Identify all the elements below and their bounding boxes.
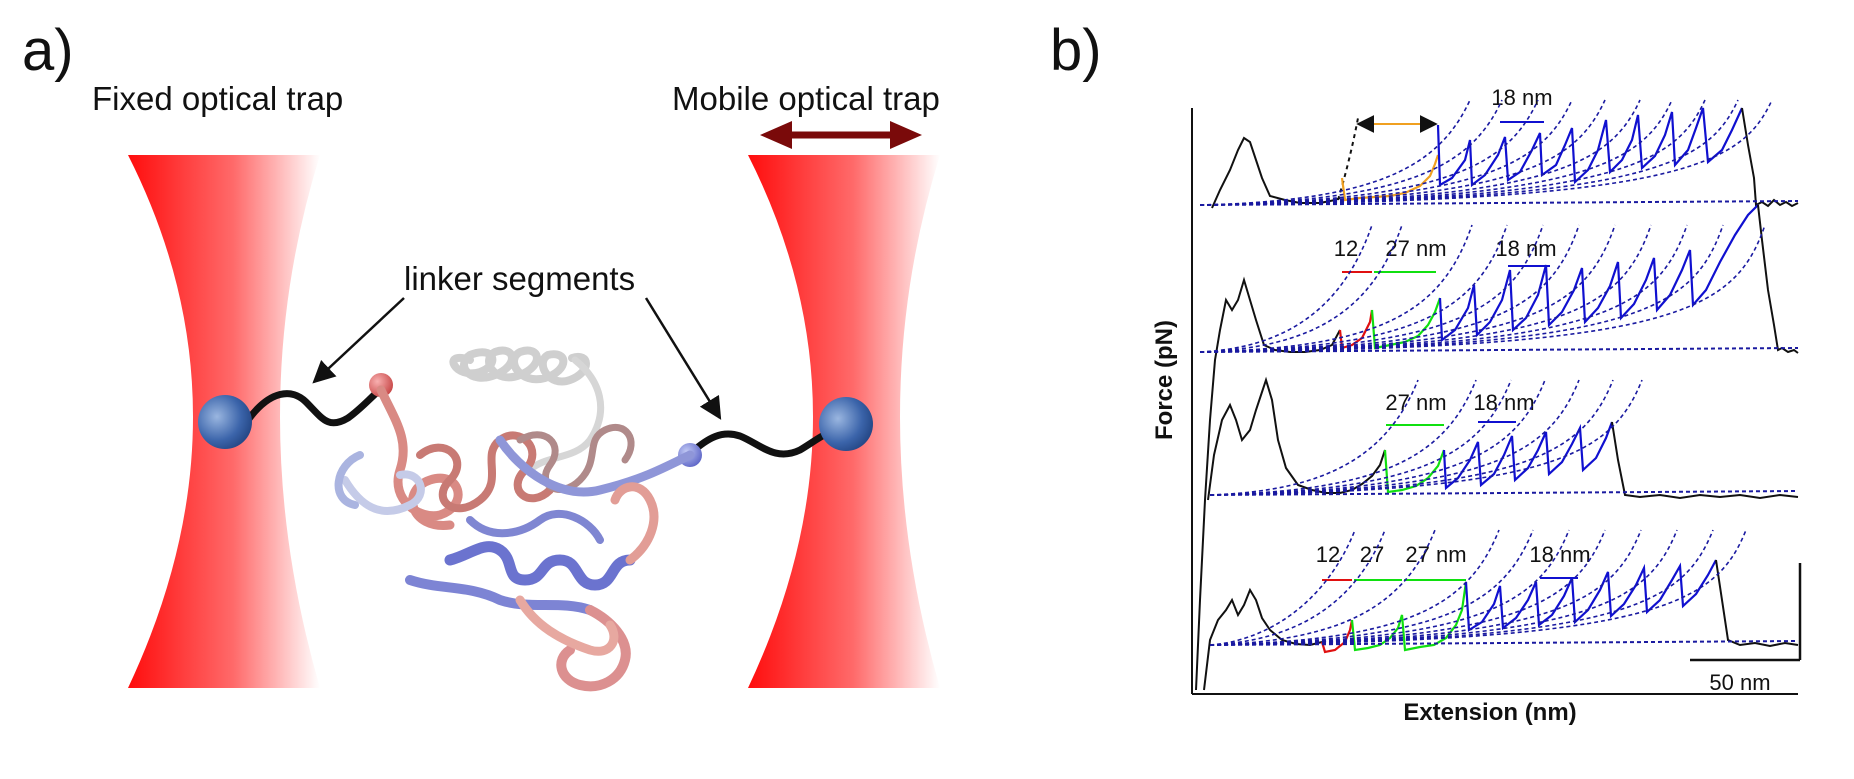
protein-structure bbox=[334, 346, 695, 692]
trace-2: 12 27 nm 18 nm bbox=[1195, 204, 1799, 691]
trace-4-black bbox=[1203, 587, 1323, 691]
fixed-trap-bead bbox=[198, 395, 252, 449]
trace-1-wlc-fit-7 bbox=[1199, 99, 1673, 206]
trace-4-black-tail bbox=[1715, 559, 1799, 648]
trace-2-label-18nm: 18 nm bbox=[1495, 236, 1556, 261]
trace-3-wlc-fit-4 bbox=[1209, 379, 1546, 496]
trace-4-red bbox=[1320, 619, 1354, 654]
scale-bar-label: 50 nm bbox=[1709, 670, 1770, 695]
trace-4-wlc-fit-11 bbox=[1209, 529, 1747, 646]
trace-2-blue bbox=[1438, 204, 1759, 343]
trace-2-wlc-fit-5 bbox=[1199, 224, 1544, 353]
trace-4-label-27nm: 27 nm bbox=[1405, 542, 1466, 567]
trace-2-green bbox=[1370, 297, 1442, 350]
trace-3-blue bbox=[1442, 421, 1614, 491]
trace-1-orange bbox=[1340, 154, 1440, 202]
trace-4-baseline-fit bbox=[1209, 640, 1799, 646]
trace-3-baseline-fit bbox=[1209, 490, 1799, 496]
trace-2-wlc-fit-4 bbox=[1199, 224, 1508, 353]
left-linker-tether bbox=[244, 384, 386, 427]
trace-2-wlc-fit-2 bbox=[1199, 224, 1403, 353]
right-linker-tether bbox=[688, 430, 830, 458]
trace-2-wlc-fit-8 bbox=[1199, 224, 1652, 353]
trace-2-label-27nm: 27 nm bbox=[1385, 236, 1446, 261]
left-linker-pointer bbox=[312, 297, 405, 384]
trace-3-label-27nm: 27 nm bbox=[1385, 390, 1446, 415]
trace-4-wlc-fit-9 bbox=[1209, 529, 1678, 646]
panel-a: a) Fixed optical trap Mobile optical tra… bbox=[22, 18, 940, 692]
trace-1-wlc-fit-4 bbox=[1199, 99, 1573, 206]
trace-2-wlc-fit-10 bbox=[1199, 224, 1724, 353]
trace-1-wlc-fit-8 bbox=[1199, 99, 1706, 206]
trace-1-wlc-fit-1 bbox=[1199, 99, 1471, 206]
trace-1-black-tail bbox=[1741, 107, 1799, 208]
trace-4-wlc-fit-10 bbox=[1209, 529, 1714, 646]
trap-motion-arrow bbox=[760, 121, 922, 149]
trace-1-wlc-fit-10 bbox=[1199, 99, 1773, 206]
trace-3-black bbox=[1207, 376, 1386, 501]
trace-4-label-12: 12 bbox=[1316, 542, 1340, 567]
trace-4: 12 27 27 nm 18 nm bbox=[1203, 542, 1799, 691]
trace-2-black-tail bbox=[1757, 204, 1799, 354]
panel-b-label: b) bbox=[1050, 18, 1102, 83]
trace-1-blue bbox=[1436, 107, 1744, 188]
trace-1-wlc-fit-9 bbox=[1199, 99, 1739, 206]
trace-4-wlc-fit-8 bbox=[1209, 529, 1642, 646]
trace-1-label-18nm: 18 nm bbox=[1491, 85, 1552, 110]
trace-3-black-tail bbox=[1611, 421, 1799, 500]
trace-1-wlc-fit-2 bbox=[1199, 99, 1503, 206]
trace-4-wlc-fit-4 bbox=[1209, 529, 1500, 646]
y-axis-label: Force (pN) bbox=[1151, 320, 1178, 440]
panel-a-label: a) bbox=[22, 18, 74, 83]
trace-3-wlc-fit-1 bbox=[1209, 379, 1419, 496]
trace-4-wlc-fit-6 bbox=[1209, 529, 1570, 646]
trace-4-label-27: 27 bbox=[1360, 542, 1384, 567]
right-linker-pointer bbox=[644, 297, 722, 420]
trace-1: 18 nm bbox=[1211, 85, 1799, 209]
linker-segments-label: linker segments bbox=[404, 260, 635, 297]
trace-4-wlc-fit-3 bbox=[1209, 529, 1436, 646]
trace-2-wlc-fit-3 bbox=[1199, 224, 1473, 353]
trace-2-wlc-fit-11 bbox=[1199, 224, 1766, 353]
trace-1-wlc-fit-3 bbox=[1199, 99, 1539, 206]
trace-3-wlc-fit-3 bbox=[1209, 379, 1512, 496]
mobile-trap-bead bbox=[819, 397, 873, 451]
x-axis-label: Extension (nm) bbox=[1403, 699, 1576, 726]
mobile-trap-label: Mobile optical trap bbox=[672, 80, 940, 117]
trace-3-wlc-fit-2 bbox=[1209, 379, 1477, 496]
trace-4-blue bbox=[1464, 559, 1717, 632]
trace-2-label-12: 12 bbox=[1334, 236, 1358, 261]
trace-4-wlc-fit-2 bbox=[1209, 529, 1386, 646]
trace-2-black bbox=[1195, 276, 1341, 691]
panel-b: b) Force (pN) Extension (nm) 50 nm 18 nm bbox=[1050, 18, 1802, 726]
protein-n-terminus bbox=[369, 373, 393, 397]
trace-1-black bbox=[1211, 136, 1341, 209]
trace-4-wlc-fit-7 bbox=[1209, 529, 1606, 646]
fixed-trap-label: Fixed optical trap bbox=[92, 80, 343, 117]
trace-2-wlc-fit-1 bbox=[1199, 224, 1373, 353]
trace-3-label-18nm: 18 nm bbox=[1473, 390, 1534, 415]
trace-4-label-18nm: 18 nm bbox=[1529, 542, 1590, 567]
wlc-fit-curves bbox=[1199, 99, 1799, 646]
